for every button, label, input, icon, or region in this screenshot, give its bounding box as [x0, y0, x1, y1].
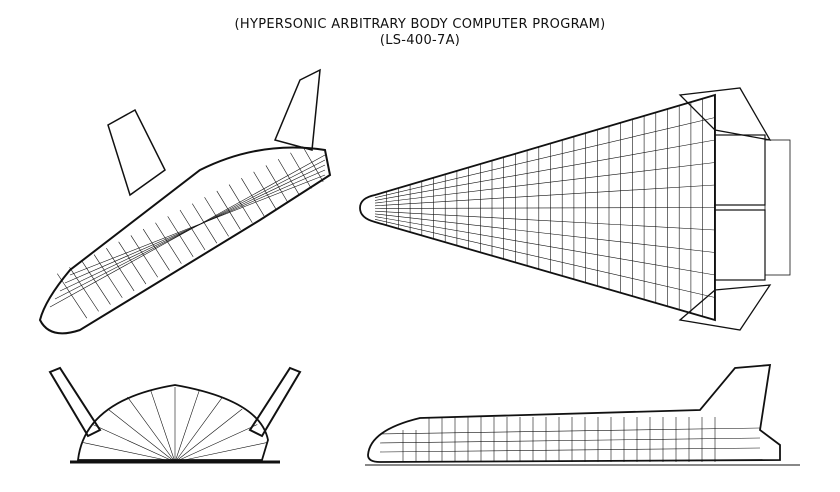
wireframe-line [69, 174, 326, 276]
wireframe-line [92, 424, 176, 463]
wireframe-line [118, 241, 147, 285]
top-view [359, 87, 791, 331]
wireframe-line [374, 213, 716, 253]
wireframe-line [174, 424, 258, 463]
wireframe-line [150, 389, 176, 463]
figure-title: (HYPERSONIC ARBITRARY BODY COMPUTER PROG… [234, 17, 606, 32]
wireframe-line [57, 273, 88, 319]
wireframe-line [374, 207, 716, 209]
wireframe-line [277, 158, 300, 196]
wireframe-line [302, 146, 324, 182]
wireframe-line [374, 117, 716, 198]
wireframe-line [379, 437, 761, 444]
wireframe-line [290, 152, 312, 189]
wireframe-line [379, 427, 761, 435]
wireframe-line [64, 169, 326, 284]
wireframe-line [155, 222, 182, 264]
wireframe-line [69, 267, 99, 312]
wireframe-line [167, 216, 194, 257]
wireframe-line [374, 184, 716, 207]
wireframe-line [107, 408, 176, 463]
wireframe-line [265, 165, 288, 203]
wireframe-line [127, 396, 176, 463]
wireframe-line [374, 139, 716, 201]
wireframe-line [374, 162, 716, 204]
wireframe-line [216, 190, 241, 230]
wireframe-line [59, 164, 326, 292]
wireframe-line [192, 203, 218, 244]
wireframe-line [174, 408, 243, 463]
wireframe-line [379, 447, 761, 453]
wireframe-line [253, 171, 277, 210]
wireframe-line [174, 389, 200, 463]
wireframe-line [142, 228, 170, 271]
wireframe-line [179, 209, 206, 251]
wireframe-line [83, 442, 176, 463]
figure-subtitle: (LS-400-7A) [379, 33, 461, 48]
wireframe-line [374, 210, 716, 231]
side-view [365, 364, 800, 466]
wireframe-line [130, 235, 158, 278]
wireframe-line [174, 442, 267, 463]
wireframe-line [93, 254, 123, 298]
wireframe-line [174, 396, 223, 463]
wireframe-line [374, 219, 716, 298]
wireframe-line [374, 216, 716, 276]
front-view [48, 366, 302, 464]
isometric-view [38, 68, 332, 335]
wireframe-line [106, 248, 135, 292]
